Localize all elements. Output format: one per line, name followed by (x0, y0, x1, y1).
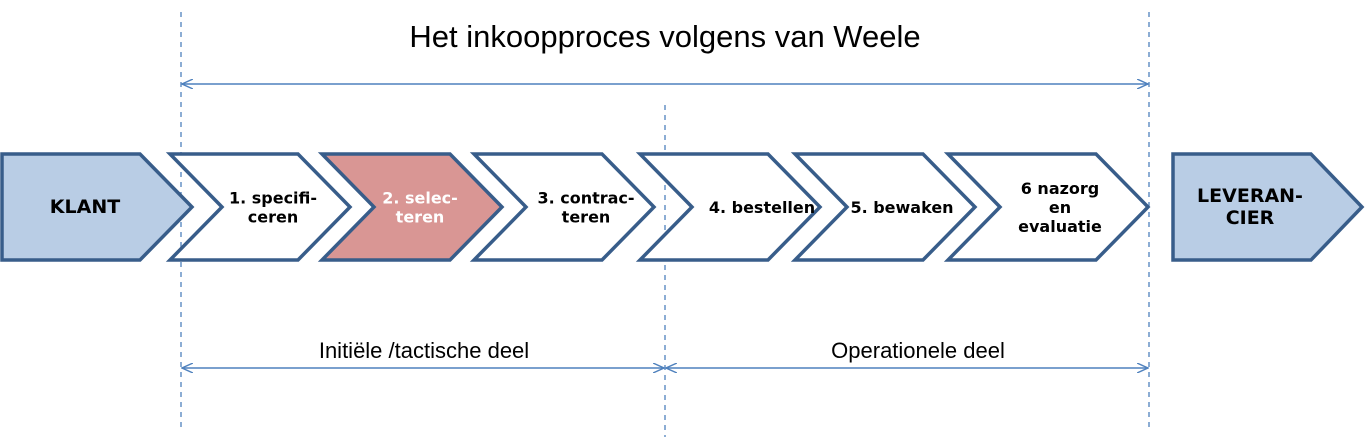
end-endpoint-label: LEVERAN-CIER (1197, 185, 1303, 229)
process-step-label-1-line: 1. specifi- (229, 189, 317, 208)
process-step-label-3: 3. contrac-teren (537, 189, 634, 227)
end-endpoint-label-line: LEVERAN- (1197, 185, 1303, 207)
process-step-label-2-line: teren (396, 208, 445, 227)
process-step-label-4: 4. bestellen (709, 198, 815, 217)
process-step-label-4-line: 4. bestellen (709, 198, 815, 217)
process-step-label-1: 1. specifi-ceren (229, 189, 317, 227)
process-step-label-1-line: ceren (248, 208, 298, 227)
process-step-chevron-6 (943, 152, 1151, 262)
process-step-label-2-line: 2. selec- (382, 189, 458, 208)
process-step-label-5-line: 5. bewaken (850, 198, 953, 217)
phase-label-operational: Operationele deel (831, 338, 1005, 363)
phase-label-tactical: Initiële /tactische deel (319, 338, 529, 363)
process-step-label-6-line: 6 nazorg (1021, 179, 1100, 198)
end-endpoint-shape (1171, 152, 1365, 262)
diagram-title: Het inkoopproces volgens van Weele (409, 19, 920, 54)
start-endpoint-shape (0, 152, 195, 262)
process-step-label-3-line: teren (562, 208, 611, 227)
process-step-label-3-line: 3. contrac- (537, 189, 634, 208)
process-step-chevron-1 (165, 152, 353, 262)
process-step-label-5: 5. bewaken (850, 198, 953, 217)
process-step-chevron-2 (317, 152, 505, 262)
process-step-label-6-line: en (1049, 198, 1071, 217)
process-step-chevron-4 (635, 152, 823, 262)
end-endpoint-label-line: CIER (1226, 207, 1275, 229)
process-step-chevron-3 (469, 152, 657, 262)
start-endpoint-label: KLANT (50, 196, 120, 218)
start-endpoint-label-line: KLANT (50, 196, 120, 218)
process-step-chevron-5 (790, 152, 978, 262)
process-step-label-2: 2. selec-teren (382, 189, 458, 227)
process-step-label-6-line: evaluatie (1018, 217, 1102, 236)
